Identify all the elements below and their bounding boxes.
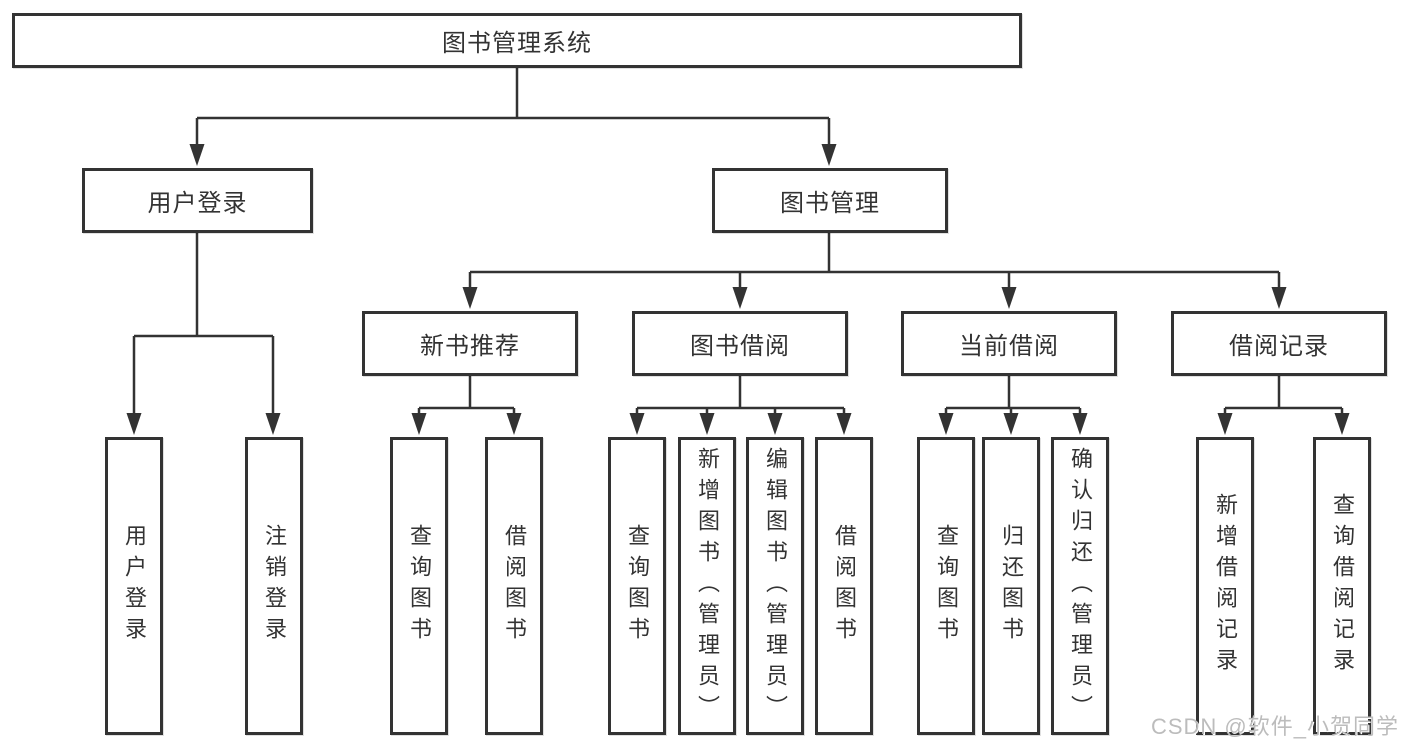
- leaf-borrow-books-recommend: 借阅图书: [485, 437, 543, 735]
- leaf-confirm-return-admin: 确认归还（管理员）: [1051, 437, 1109, 735]
- leaf-add-book-admin: 新增图书（管理员）: [678, 437, 736, 735]
- leaf-query-books-borrow: 查询图书: [608, 437, 666, 735]
- leaf-borrow-books: 借阅图书: [815, 437, 873, 735]
- leaf-query-books-recommend: 查询图书: [390, 437, 448, 735]
- node-book-management-label: 图书管理: [780, 190, 880, 217]
- leaf-user-login: 用户登录: [105, 437, 163, 735]
- node-user-login: 用户登录: [82, 168, 313, 233]
- node-root: 图书管理系统: [12, 13, 1022, 68]
- leaf-add-borrow-record: 新增借阅记录: [1196, 437, 1254, 735]
- node-user-login-label: 用户登录: [147, 190, 248, 217]
- node-current-borrow-label: 当前借阅: [959, 333, 1059, 360]
- node-book-borrow-label: 图书借阅: [690, 333, 790, 360]
- node-book-management: 图书管理: [712, 168, 948, 233]
- leaf-query-borrow-record: 查询借阅记录: [1313, 437, 1371, 735]
- node-new-book-recommend-label: 新书推荐: [420, 333, 520, 360]
- leaf-return-book: 归还图书: [982, 437, 1040, 735]
- node-borrow-records-label: 借阅记录: [1229, 333, 1329, 360]
- node-new-book-recommend: 新书推荐: [362, 311, 578, 376]
- leaf-edit-book-admin: 编辑图书（管理员）: [746, 437, 804, 735]
- node-current-borrow: 当前借阅: [901, 311, 1117, 376]
- node-borrow-records: 借阅记录: [1171, 311, 1387, 376]
- node-book-borrow: 图书借阅: [632, 311, 848, 376]
- leaf-logout: 注销登录: [245, 437, 303, 735]
- node-root-label: 图书管理系统: [442, 30, 592, 57]
- csdn-watermark: CSDN @软件_小贺同学: [1150, 714, 1399, 739]
- leaf-query-books-current: 查询图书: [917, 437, 975, 735]
